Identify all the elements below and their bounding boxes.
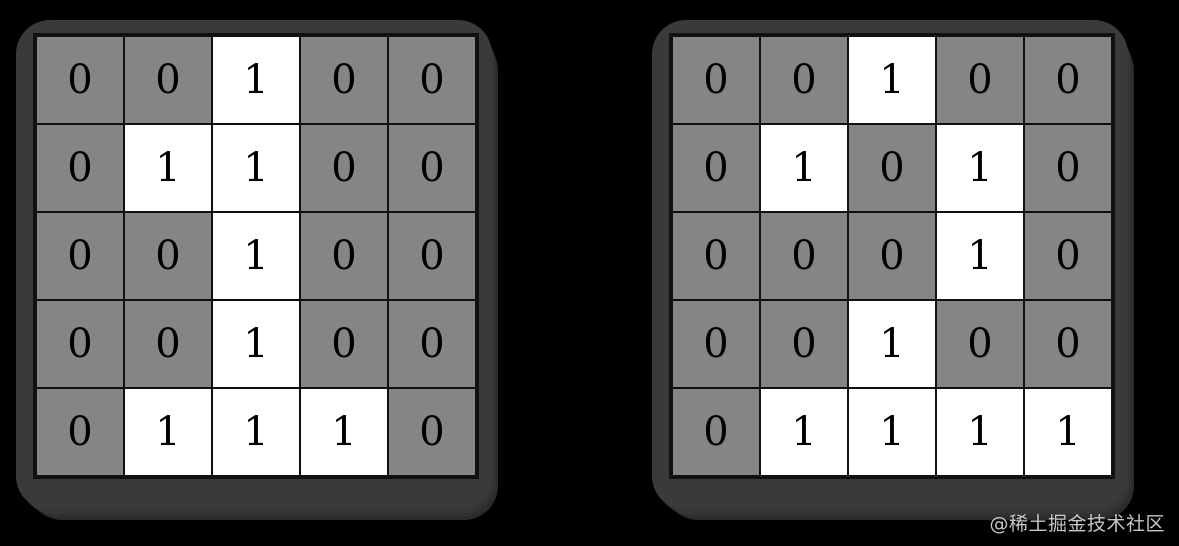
grid-cell[interactable]: 1 <box>300 388 388 476</box>
grid-cell[interactable]: 1 <box>212 124 300 212</box>
grid-cell[interactable]: 0 <box>388 212 476 300</box>
grid-cell[interactable]: 0 <box>760 212 848 300</box>
grid-cell[interactable]: 1 <box>124 388 212 476</box>
grid-cell[interactable]: 0 <box>388 36 476 124</box>
grid-cell[interactable]: 0 <box>1024 124 1112 212</box>
grid-cell[interactable]: 1 <box>936 388 1024 476</box>
grid-cell[interactable]: 1 <box>212 212 300 300</box>
grid-cell[interactable]: 0 <box>936 36 1024 124</box>
grid-cell[interactable]: 0 <box>300 300 388 388</box>
grid-cell[interactable]: 0 <box>300 36 388 124</box>
grid-cell[interactable]: 0 <box>36 124 124 212</box>
watermark-label: @稀土掘金技术社区 <box>989 513 1165 535</box>
grid-cell[interactable]: 0 <box>388 388 476 476</box>
grid-cell[interactable]: 1 <box>848 300 936 388</box>
grid-cell[interactable]: 0 <box>388 124 476 212</box>
grid-cell[interactable]: 1 <box>848 388 936 476</box>
grid-cell[interactable]: 0 <box>388 300 476 388</box>
grid-cell[interactable]: 1 <box>760 388 848 476</box>
grid-cell[interactable]: 0 <box>936 300 1024 388</box>
grid-cell[interactable]: 0 <box>1024 300 1112 388</box>
grid-cell[interactable]: 0 <box>1024 212 1112 300</box>
grid-cell[interactable]: 0 <box>1024 36 1112 124</box>
grid-cell[interactable]: 0 <box>672 36 760 124</box>
grid-cell[interactable]: 0 <box>124 212 212 300</box>
grid-cell[interactable]: 1 <box>124 124 212 212</box>
grid-cell[interactable]: 1 <box>212 388 300 476</box>
grid-cell[interactable]: 0 <box>124 300 212 388</box>
grid-cell[interactable]: 0 <box>36 212 124 300</box>
grid-cell[interactable]: 0 <box>760 36 848 124</box>
grid-cell[interactable]: 1 <box>760 124 848 212</box>
grid-cell[interactable]: 0 <box>672 124 760 212</box>
grid-cell[interactable]: 0 <box>848 212 936 300</box>
grid-cell[interactable]: 0 <box>672 388 760 476</box>
grid-cell[interactable]: 0 <box>36 36 124 124</box>
grid-cell[interactable]: 1 <box>1024 388 1112 476</box>
grid-cell[interactable]: 1 <box>936 212 1024 300</box>
grid-cell[interactable]: 0 <box>300 124 388 212</box>
grid-cell[interactable]: 0 <box>300 212 388 300</box>
grid-cell[interactable]: 1 <box>848 36 936 124</box>
grid-cell[interactable]: 0 <box>672 212 760 300</box>
grid-cell[interactable]: 0 <box>848 124 936 212</box>
grid-cell[interactable]: 1 <box>936 124 1024 212</box>
grid-cell[interactable]: 0 <box>36 300 124 388</box>
grid-cell[interactable]: 0 <box>124 36 212 124</box>
grid-cell[interactable]: 1 <box>212 300 300 388</box>
grid-cell[interactable]: 0 <box>760 300 848 388</box>
grid-cell[interactable]: 0 <box>36 388 124 476</box>
grid-cell[interactable]: 1 <box>212 36 300 124</box>
grid-cell[interactable]: 0 <box>672 300 760 388</box>
